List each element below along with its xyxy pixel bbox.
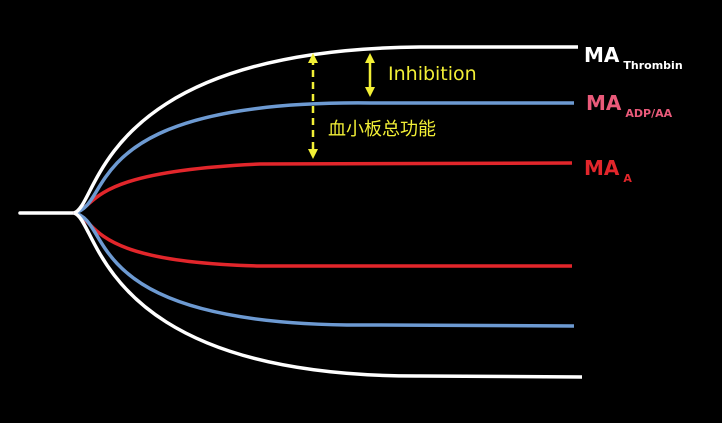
label-ma-adp-aa-main: MA [586,91,622,115]
curve-thrombin-lower [73,211,583,379]
label-ma-thrombin-main: MA [584,43,620,67]
label-ma-a-sub: A [623,172,632,185]
curve-a-lower [73,211,572,268]
curve-adp-lower [73,211,575,328]
curve-thrombin-upper [73,45,578,215]
label-ma-thrombin-sub: Thrombin [623,59,683,72]
curve-adp-upper [73,101,574,215]
label-ma-a-main: MA [584,156,620,180]
inhibition-annotation: Inhibition [388,63,477,85]
curve-a-upper [73,161,573,215]
label-ma-adp-aa-sub: ADP/AA [625,107,673,120]
total-platelet-function-annotation: 血小板总功能 [328,119,436,140]
